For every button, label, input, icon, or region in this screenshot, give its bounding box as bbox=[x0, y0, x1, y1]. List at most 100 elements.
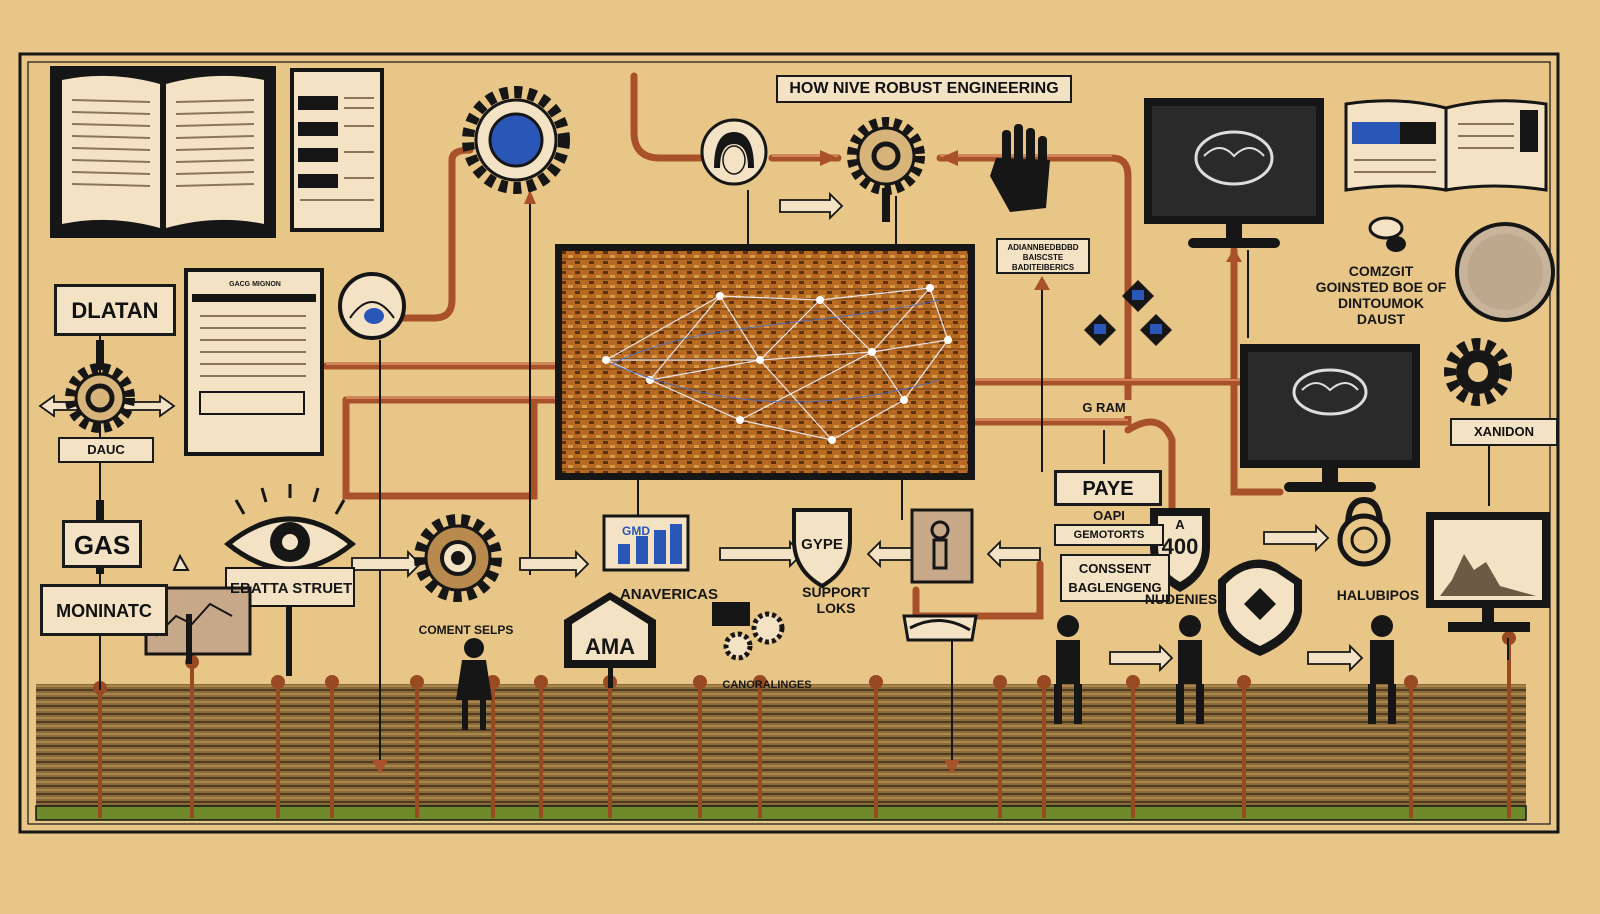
brochure-icon-shape bbox=[1354, 123, 1514, 173]
gear-icon-shape bbox=[451, 551, 465, 565]
shield-icon-shape bbox=[1244, 588, 1276, 620]
face-icon-shape bbox=[714, 132, 754, 168]
pipe-arrowheads-shape bbox=[820, 150, 838, 166]
gear-icon bbox=[414, 514, 502, 602]
connector-pipes-shape bbox=[1124, 418, 1176, 524]
person-icon-shape bbox=[456, 660, 492, 700]
circuit-board-shape-shape bbox=[736, 416, 744, 424]
open-book-icon-shape-shape bbox=[175, 111, 255, 115]
document-icon-shape bbox=[298, 148, 338, 162]
gear-cluster-icon bbox=[712, 602, 785, 661]
report-icon-shape bbox=[200, 315, 306, 377]
open-book-icon-shape-shape bbox=[71, 171, 151, 175]
person-icon-shape bbox=[1178, 640, 1202, 684]
person-icon-shape bbox=[462, 700, 468, 730]
person-icon-shape bbox=[1368, 684, 1376, 724]
open-book-icon-shape-shape bbox=[71, 159, 151, 163]
person-icon bbox=[456, 638, 492, 730]
monitor-brain-icon-shape bbox=[1194, 130, 1274, 186]
bar-chart-icon-shape bbox=[670, 524, 682, 564]
gear-icon-shape bbox=[414, 514, 502, 602]
label-consent: CONSSENT BAGLENGENG bbox=[1060, 554, 1170, 602]
ama-sign-shape bbox=[572, 600, 648, 660]
open-book-icon-shape bbox=[166, 75, 264, 228]
label-gemotorts: GEMOTORTS bbox=[1054, 524, 1164, 546]
person-icon-shape bbox=[1371, 615, 1393, 637]
brochure-icon-shape bbox=[1520, 110, 1538, 152]
open-book-icon-shape-shape bbox=[175, 99, 255, 103]
fence-posts-shape bbox=[1237, 675, 1251, 689]
connector-pipes-shape bbox=[630, 72, 704, 162]
chart-monitor-icon-shape bbox=[1448, 622, 1530, 632]
shield-icon bbox=[792, 508, 852, 589]
signposts-shape bbox=[186, 614, 192, 664]
circuit-board-shape-shape bbox=[900, 396, 908, 404]
person-panel bbox=[902, 508, 978, 642]
person-icon bbox=[1054, 615, 1082, 724]
person-icon-shape bbox=[1176, 684, 1184, 724]
arrow-icon bbox=[519, 549, 590, 579]
open-book-icon-shape-shape bbox=[71, 111, 151, 115]
pipe-arrowheads-shape bbox=[940, 150, 958, 166]
pipe-arrowheads-shape bbox=[1034, 276, 1050, 290]
circuit-board-shape bbox=[602, 284, 952, 444]
connector-pipes-shape bbox=[912, 560, 1044, 620]
fence-posts-shape bbox=[1126, 675, 1140, 689]
person-icon-shape bbox=[1074, 684, 1082, 724]
gear-icon-shape bbox=[74, 372, 126, 424]
open-book-icon-shape-shape bbox=[71, 183, 151, 187]
disc-icon-shape bbox=[1467, 234, 1543, 310]
monitor-brain-icon bbox=[1144, 98, 1324, 248]
circuit-board-shape bbox=[562, 251, 968, 473]
signposts-shape bbox=[608, 668, 613, 688]
eye-icon-shape-shape bbox=[234, 499, 246, 515]
diamond-icons bbox=[1084, 280, 1172, 346]
pill-icon-shape bbox=[1386, 236, 1406, 252]
fence-posts-shape bbox=[993, 675, 1007, 689]
connector-pipes-shape bbox=[342, 396, 538, 500]
neural-network-shape bbox=[649, 295, 721, 381]
label-gype: GYPE bbox=[801, 536, 843, 553]
fence-posts-shape bbox=[869, 675, 883, 689]
person-icon-shape bbox=[464, 638, 484, 658]
gear-icon-shape bbox=[462, 86, 570, 194]
gear-icon bbox=[1444, 338, 1512, 406]
label-nudenies: NUDENIES bbox=[1144, 591, 1218, 607]
arrow-icon bbox=[351, 549, 422, 579]
label-support: SUPPORT LOKS bbox=[802, 584, 870, 617]
pill-icon-shape bbox=[1368, 216, 1404, 240]
circuit-board-shape-shape bbox=[944, 336, 952, 344]
gear-icon-shape bbox=[1468, 362, 1488, 382]
fence-posts-shape bbox=[534, 675, 548, 689]
monitor-brain-icon-shape bbox=[1188, 238, 1280, 248]
circuit-board-shape-shape bbox=[602, 356, 610, 364]
chart-monitor-icon-shape bbox=[1440, 554, 1536, 596]
bar-chart-icon-shape bbox=[618, 544, 630, 564]
brochure-icon-shape bbox=[1400, 122, 1436, 144]
diamond-icons-shape bbox=[1132, 290, 1144, 300]
document-icon-shape bbox=[298, 174, 338, 188]
label-xanidon: XANIDON bbox=[1450, 418, 1558, 446]
chart-sign-shape bbox=[172, 553, 190, 571]
label-ebatta: EBATTA STRUET bbox=[230, 580, 353, 597]
gear-icon-shape bbox=[871, 141, 901, 171]
person-icon-shape bbox=[480, 700, 486, 730]
report-icon-shape bbox=[199, 391, 305, 415]
open-book-icon-shape-shape bbox=[71, 147, 151, 151]
label-dlatan: DLATAN bbox=[54, 284, 176, 336]
gauge-icon bbox=[338, 272, 406, 340]
monitor-brain-icon-shape bbox=[1322, 468, 1338, 484]
person-icon-shape bbox=[1388, 684, 1396, 724]
arrow-icon bbox=[986, 539, 1041, 569]
lock-icon-shape bbox=[1345, 496, 1383, 527]
lock-icon-shape bbox=[1350, 526, 1378, 554]
label-gmd: GMD bbox=[622, 524, 650, 538]
circuit-board-shape-shape bbox=[868, 348, 876, 356]
signposts-shape bbox=[96, 340, 104, 370]
shield-icon bbox=[1218, 559, 1302, 656]
open-book-icon-shape bbox=[71, 99, 255, 187]
fence-posts-shape bbox=[693, 675, 707, 689]
monitor-brain-icon-shape bbox=[1203, 147, 1265, 158]
